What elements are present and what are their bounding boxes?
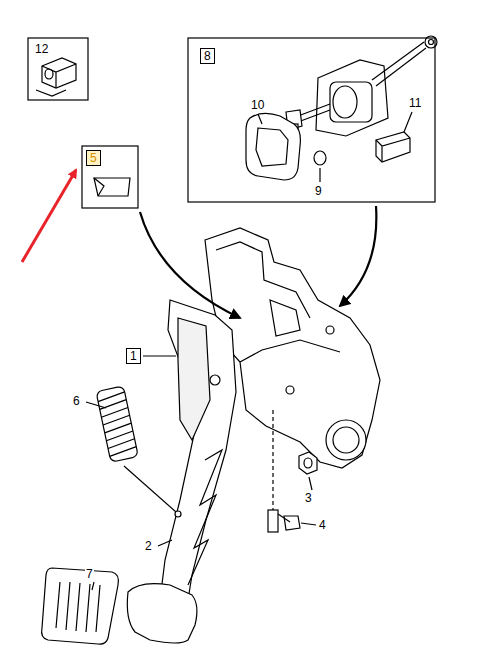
inset-frame <box>82 146 138 208</box>
callout-number: 1 <box>130 349 137 363</box>
return-spring <box>96 386 138 462</box>
callout-number: 7 <box>85 567 94 581</box>
gasket <box>246 113 300 180</box>
nut <box>299 452 317 474</box>
callout-number: 2 <box>144 539 153 553</box>
pedal-arm <box>127 300 236 643</box>
assembly-arrow <box>140 212 240 318</box>
callout-number: 8 <box>204 49 211 63</box>
assembly-arrow <box>340 206 376 306</box>
callout-number: 3 <box>304 491 313 505</box>
callout-number: 6 <box>72 394 81 408</box>
bolt <box>268 510 300 532</box>
spring-pin <box>124 466 176 512</box>
callout-number: 4 <box>318 518 327 532</box>
callout-number: 10 <box>250 98 265 112</box>
leader-line <box>86 112 412 590</box>
spring-pin <box>175 511 181 517</box>
callout-number: 5 <box>90 151 97 165</box>
pedal-pad <box>42 568 119 644</box>
retaining-clip <box>376 132 410 162</box>
adhesive-strip <box>94 178 130 196</box>
assembly-line <box>272 410 273 510</box>
inset-frame <box>28 38 88 100</box>
callout-number: 9 <box>314 184 323 198</box>
callout-number: 11 <box>408 96 422 110</box>
highlight-arrow <box>22 170 76 262</box>
sensor-icon <box>36 58 76 96</box>
callout-box: 8 <box>200 48 215 64</box>
callout-box: 5 <box>86 150 101 166</box>
callout-number: 12 <box>34 42 49 56</box>
inset-frame <box>188 38 435 202</box>
master-cylinder <box>286 36 437 136</box>
callout-box: 1 <box>126 348 141 364</box>
o-ring <box>314 151 326 165</box>
